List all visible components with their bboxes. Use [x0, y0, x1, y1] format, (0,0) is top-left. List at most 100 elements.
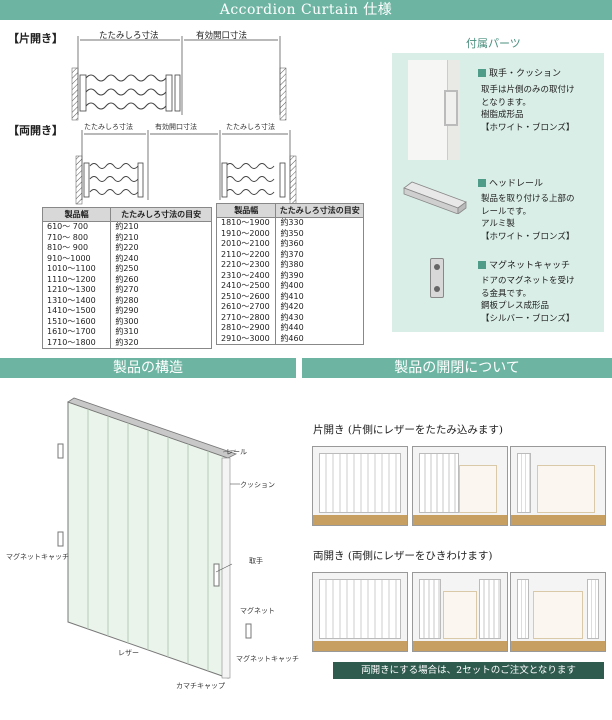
structure-label-rail: レール — [226, 448, 247, 456]
part-head-handle: 取手・クッション — [478, 66, 561, 79]
width-cell: 1010～1100 — [41, 264, 112, 275]
width-cell: 610～ 700 — [41, 221, 112, 233]
fold-dimension-label: たたみしろ寸法 — [99, 31, 159, 41]
part-text-magnet: ドアのマグネットを受け る金具です。 鋼板プレス成形品 【シルバー・ブロンズ】 — [481, 276, 575, 324]
width-cell: 1610～1700 — [41, 327, 112, 338]
fold-cell: 約390 — [275, 270, 364, 281]
fold-cell: 約380 — [275, 260, 364, 271]
width-cell: 1310～1400 — [41, 295, 112, 306]
structure-illustration — [57, 397, 252, 679]
fold-cell: 約210 — [110, 221, 212, 233]
double-fold-dimension-label-right: たたみしろ寸法 — [226, 123, 275, 131]
fold-cell: 約220 — [110, 243, 212, 254]
structure-label-leather: レザー — [118, 649, 139, 657]
double-open-diagram — [75, 130, 297, 205]
single-open-diagram — [71, 36, 287, 121]
fold-cell: 約270 — [110, 285, 212, 296]
table-header: 製品幅 — [41, 207, 112, 222]
fold-cell: 約460 — [275, 333, 364, 345]
fold-cell: 約360 — [275, 239, 364, 250]
width-cell: 2610～2700 — [215, 302, 277, 313]
fold-cell: 約260 — [110, 274, 212, 285]
fold-cell: 約290 — [110, 306, 212, 317]
double-open-dimension-label: 有効開口寸法 — [155, 123, 197, 131]
dimension-diagrams — [71, 36, 297, 205]
single-open-half-room — [412, 446, 508, 526]
double-open-description: 両開き (両側にレザーをひきわけます) — [313, 550, 493, 562]
fold-cell: 約250 — [110, 264, 212, 275]
width-cell: 2410～2500 — [215, 281, 277, 292]
structure-label-handle: 取手 — [249, 557, 263, 565]
single-open-label: 【片開き】 — [8, 32, 63, 45]
single-open-open-room — [510, 446, 606, 526]
fold-cell: 約310 — [110, 327, 212, 338]
single-open-description: 片開き (片側にレザーをたたみ込みます) — [313, 424, 504, 436]
width-cell: 1910～2000 — [215, 228, 277, 239]
width-cell: 1210～1300 — [41, 285, 112, 296]
rail-part-image — [400, 170, 472, 215]
width-cell: 710～ 800 — [41, 232, 112, 243]
width-cell: 2310～2400 — [215, 270, 277, 281]
part-head-magnet: マグネットキャッチ — [478, 258, 570, 271]
width-cell: 2110～2200 — [215, 249, 277, 260]
double-open-open-room — [510, 572, 606, 652]
width-cell: 2710～2800 — [215, 312, 277, 323]
magnet-catch-part-image — [430, 258, 444, 298]
structure-label-kamachi-cap: カマチキャップ — [176, 682, 225, 690]
width-cell: 1810～1900 — [215, 217, 277, 229]
width-cell: 2010～2100 — [215, 239, 277, 250]
table-header: たたみしろ寸法の目安 — [110, 207, 212, 222]
fold-cell: 約440 — [275, 323, 364, 334]
width-cell: 2810～2900 — [215, 323, 277, 334]
width-cell: 2210～2300 — [215, 260, 277, 271]
table-header: 製品幅 — [215, 203, 277, 218]
page-title-bar: Accordion Curtain 仕様 — [0, 0, 612, 20]
part-head-rail: ヘッドレール — [478, 176, 543, 189]
fold-cell: 約410 — [275, 291, 364, 302]
opening-title: 製品の開閉について — [394, 360, 520, 376]
structure-title: 製品の構造 — [113, 360, 183, 376]
fold-cell: 約240 — [110, 253, 212, 264]
double-open-half-room — [412, 572, 508, 652]
part-text-handle: 取手は片側のみの取付け となります。 樹脂成形品 【ホワイト・ブロンズ】 — [481, 85, 575, 133]
double-fold-dimension-label: たたみしろ寸法 — [84, 123, 133, 131]
page-title: Accordion Curtain 仕様 — [219, 2, 393, 18]
structure-label-magnet-catch-right: マグネットキャッチ — [236, 655, 299, 663]
width-cell: 2910～3000 — [215, 333, 277, 345]
width-cell: 1110～1200 — [41, 274, 112, 285]
structure-label-magnet-catch-left: マグネットキャッチ — [6, 553, 69, 561]
fold-cell: 約320 — [110, 337, 212, 349]
width-cell: 910～1000 — [41, 253, 112, 264]
structure-label-cushion: クッション — [240, 481, 275, 489]
width-cell: 1710～1800 — [41, 337, 112, 349]
fold-cell: 約430 — [275, 312, 364, 323]
double-open-label: 【両開き】 — [8, 124, 63, 137]
opening-title-bar: 製品の開閉について — [302, 358, 612, 378]
structure-label-magnet: マグネット — [240, 607, 275, 615]
fold-cell: 約300 — [110, 316, 212, 327]
